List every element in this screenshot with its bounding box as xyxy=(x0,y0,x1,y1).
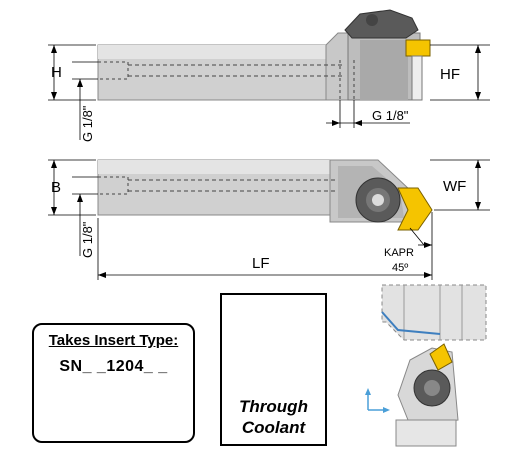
coolant-line-2: Coolant xyxy=(241,418,306,437)
iso-insert xyxy=(429,343,453,371)
insert-type-code: SN_ _1204_ _ xyxy=(59,358,168,375)
label-G-top: G 1/8" xyxy=(80,221,95,258)
coolant-line-1: Through xyxy=(239,397,308,416)
label-WF: WF xyxy=(443,178,466,195)
label-G-side: G 1/8" xyxy=(80,105,95,142)
label-H: H xyxy=(51,64,62,81)
side-insert xyxy=(405,39,431,57)
side-clamp xyxy=(344,9,419,39)
label-HF: HF xyxy=(440,66,460,83)
side-view: H G 1/8" HF G 1/8" xyxy=(48,9,490,142)
iso-view xyxy=(365,284,487,447)
through-coolant-box: Through Coolant xyxy=(220,293,327,446)
insert-type-box: Takes Insert Type: SN_ _1204_ _ xyxy=(32,323,195,443)
top-insert xyxy=(397,187,433,231)
insert-type-title: Takes Insert Type: xyxy=(48,332,179,349)
label-G-right: G 1/8" xyxy=(372,108,409,123)
label-B: B xyxy=(51,179,61,196)
label-LF: LF xyxy=(252,255,270,272)
top-view: B G 1/8" WF KAPR 45º LF xyxy=(48,159,490,280)
label-angle: 45º xyxy=(392,262,408,274)
label-KAPR: KAPR xyxy=(384,247,414,259)
side-head xyxy=(325,32,351,101)
